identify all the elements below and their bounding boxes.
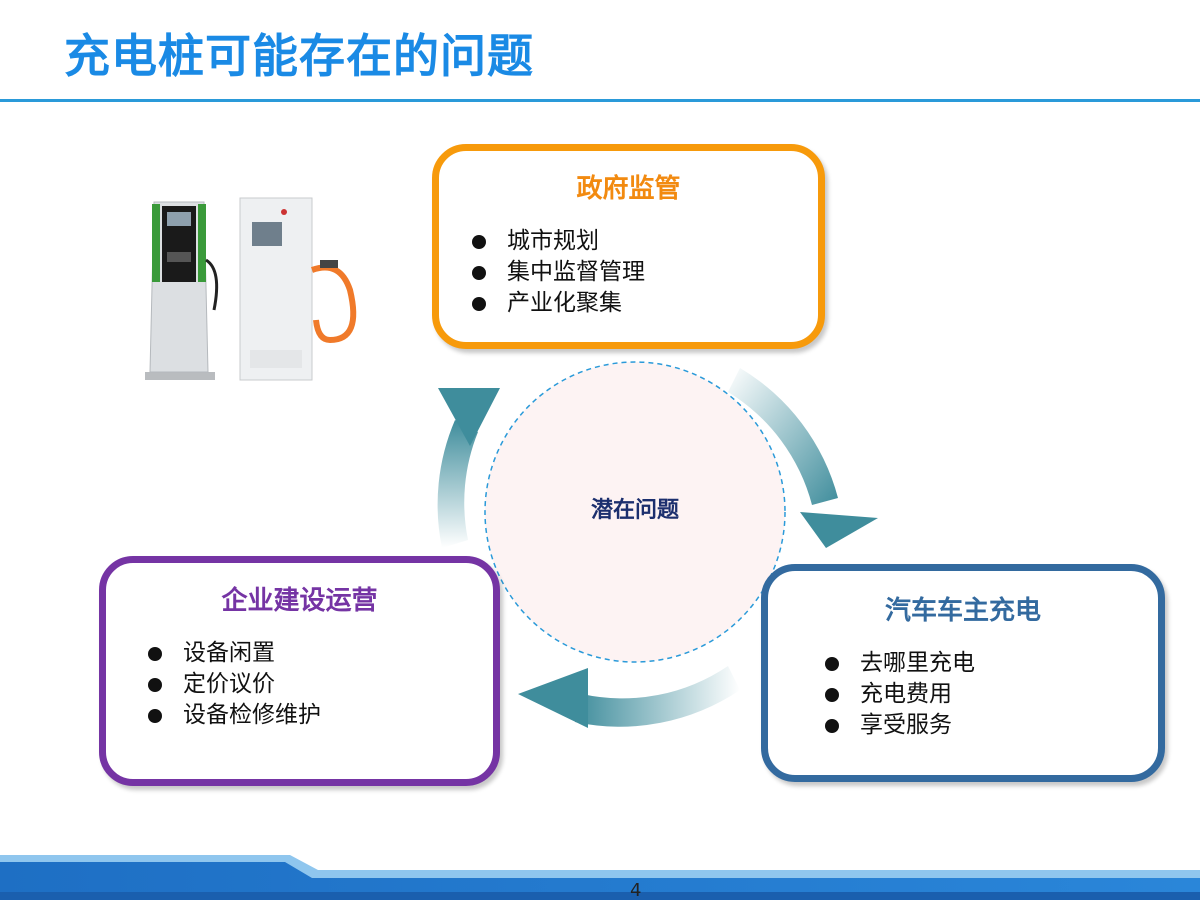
list-item: 产业化聚集 [472, 288, 645, 319]
list-item-text: 去哪里充电 [860, 650, 975, 676]
cycle-arrow-bottom [518, 666, 740, 728]
car-owner-list: 去哪里充电 充电费用 享受服务 [825, 648, 975, 741]
cycle-arrow-left [437, 388, 500, 548]
center-label: 潜在问题 [590, 498, 679, 523]
bullet-dot [825, 688, 839, 702]
bullet-dot [472, 266, 486, 280]
title-divider [0, 99, 1200, 102]
government-card-title: 政府监管 [576, 174, 681, 204]
list-item-text: 产业化聚集 [507, 290, 622, 316]
bullet-dot [825, 719, 839, 733]
list-item-text: 集中监督管理 [507, 259, 645, 285]
enterprise-card-title: 企业建设运营 [221, 586, 378, 616]
charging-pile-cabinet [239, 197, 357, 381]
enterprise-list: 设备闲置 定价议价 设备检修维护 [148, 638, 321, 731]
bullet-dot [825, 657, 839, 671]
list-item-text: 充电费用 [860, 681, 952, 707]
list-item: 城市规划 [472, 226, 645, 257]
list-item: 设备闲置 [148, 638, 321, 669]
list-item: 充电费用 [825, 679, 975, 710]
list-item-text: 定价议价 [183, 671, 275, 697]
car-owner-card-title: 汽车车主充电 [884, 596, 1041, 626]
list-item-text: 城市规划 [507, 228, 599, 254]
charging-pile-tower [145, 201, 219, 380]
bullet-dot [148, 709, 162, 723]
list-item: 集中监督管理 [472, 257, 645, 288]
center-circle [484, 361, 786, 663]
page-number: 4 [630, 880, 642, 901]
list-item: 享受服务 [825, 710, 975, 741]
enterprise-card: 企业建设运营 设备闲置 定价议价 设备检修维护 [99, 556, 500, 786]
car-owner-card: 汽车车主充电 去哪里充电 充电费用 享受服务 [761, 564, 1165, 782]
list-item: 定价议价 [148, 669, 321, 700]
government-list: 城市规划 集中监督管理 产业化聚集 [472, 226, 645, 319]
list-item: 设备检修维护 [148, 700, 321, 731]
list-item: 去哪里充电 [825, 648, 975, 679]
government-card: 政府监管 城市规划 集中监督管理 产业化聚集 [432, 144, 825, 349]
bullet-dot [148, 678, 162, 692]
slide-title: 充电桩可能存在的问题 [64, 29, 534, 83]
list-item-text: 设备闲置 [183, 640, 275, 666]
charging-pile-photo [145, 197, 357, 381]
bullet-dot [472, 235, 486, 249]
list-item-text: 设备检修维护 [183, 702, 321, 728]
bullet-dot [472, 297, 486, 311]
bullet-dot [148, 647, 162, 661]
cycle-arrow-right [728, 368, 878, 548]
list-item-text: 享受服务 [860, 712, 952, 738]
footer-band [0, 855, 1200, 900]
